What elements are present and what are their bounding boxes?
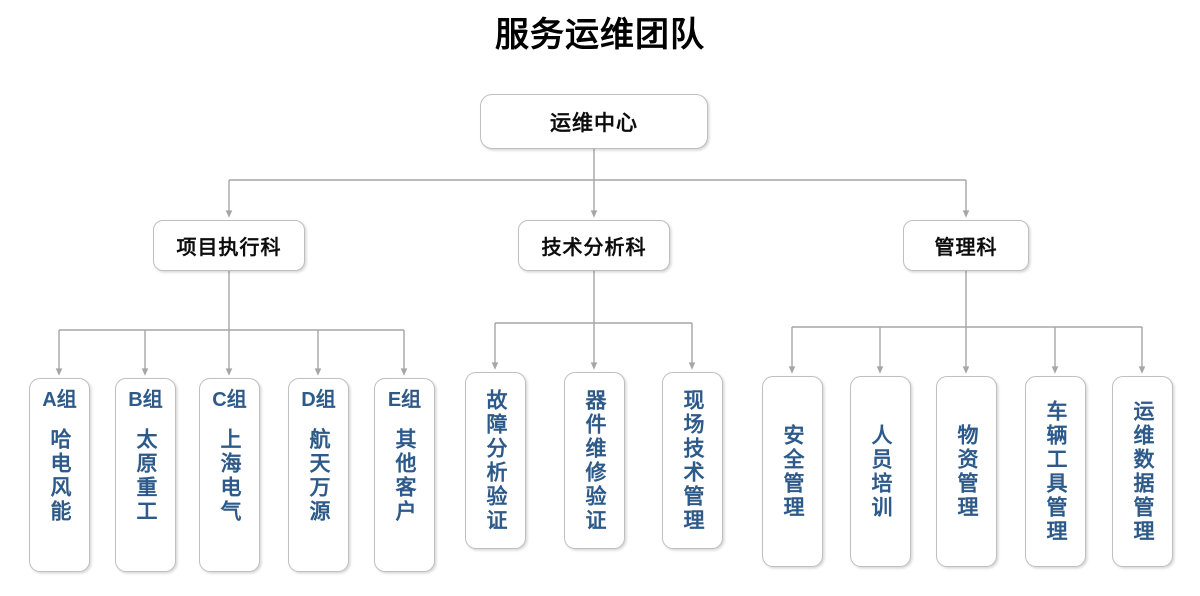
leaf-staff-training-label: 人员培训 [869, 423, 892, 520]
leaf-team-c[interactable]: C组 上海电气 [199, 378, 260, 572]
leaf-staff-training[interactable]: 人员培训 [850, 376, 911, 567]
node-root-label: 运维中心 [550, 111, 638, 135]
leaf-material-management[interactable]: 物资管理 [936, 376, 997, 567]
leaf-onsite-tech[interactable]: 现场技术管理 [662, 372, 723, 549]
leaf-material-management-label: 物资管理 [955, 423, 978, 520]
node-root[interactable]: 运维中心 [480, 94, 708, 149]
page-title: 服务运维团队 [495, 16, 705, 54]
leaf-component-repair-label: 器件维修验证 [583, 388, 606, 533]
leaf-team-e-code: E组 [387, 389, 422, 411]
leaf-fault-analysis-label: 故障分析验证 [484, 388, 507, 533]
node-division-tech[interactable]: 技术分析科 [518, 220, 670, 271]
node-division-project[interactable]: 项目执行科 [153, 220, 305, 271]
leaf-team-b[interactable]: B组 太原重工 [115, 378, 176, 572]
node-division-project-label: 项目执行科 [176, 237, 282, 259]
leaf-team-e-name: 其他客户 [393, 428, 416, 524]
leaf-team-c-name: 上海电气 [218, 428, 241, 524]
leaf-team-b-code: B组 [128, 389, 163, 411]
leaf-team-d[interactable]: D组 航天万源 [288, 378, 349, 572]
leaf-team-a[interactable]: A组 哈电风能 [29, 378, 90, 572]
leaf-safety-management-label: 安全管理 [781, 423, 804, 520]
leaf-team-a-name: 哈电风能 [48, 428, 71, 524]
node-division-tech-label: 技术分析科 [541, 237, 647, 259]
leaf-vehicle-tool-management-label: 车辆工具管理 [1044, 399, 1067, 544]
leaf-safety-management[interactable]: 安全管理 [762, 376, 823, 567]
leaf-component-repair[interactable]: 器件维修验证 [564, 372, 625, 549]
leaf-vehicle-tool-management[interactable]: 车辆工具管理 [1025, 376, 1086, 567]
leaf-team-e[interactable]: E组 其他客户 [374, 378, 435, 572]
leaf-team-d-name: 航天万源 [307, 428, 330, 524]
node-division-management[interactable]: 管理科 [903, 220, 1029, 271]
leaf-ops-data-management-label: 运维数据管理 [1131, 399, 1154, 544]
leaf-team-d-code: D组 [301, 389, 336, 411]
node-division-management-label: 管理科 [934, 237, 998, 259]
leaf-team-a-code: A组 [42, 389, 77, 411]
leaf-ops-data-management[interactable]: 运维数据管理 [1112, 376, 1173, 567]
leaf-onsite-tech-label: 现场技术管理 [681, 388, 704, 533]
leaf-fault-analysis[interactable]: 故障分析验证 [465, 372, 526, 549]
leaf-team-c-code: C组 [212, 389, 247, 411]
leaf-team-b-name: 太原重工 [134, 428, 157, 524]
